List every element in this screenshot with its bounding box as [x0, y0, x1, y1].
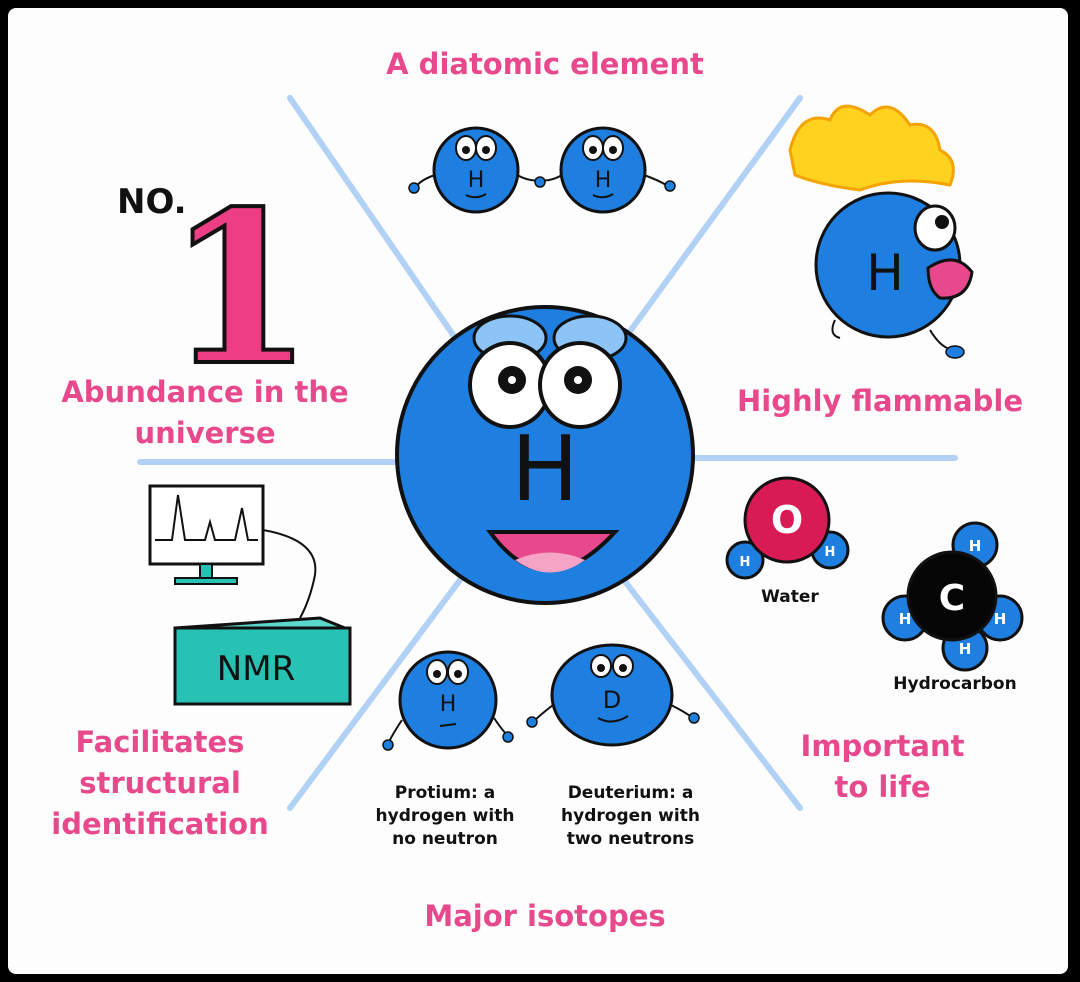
diatomic-atom-2-symbol: H — [595, 168, 612, 193]
label-life: Important to life — [800, 729, 965, 804]
hydrocarbon-center-symbol: C — [939, 578, 965, 619]
hydrocarbon-label: Hydrocarbon — [893, 674, 1017, 694]
rank-number: 1 — [167, 165, 313, 412]
water-h2-symbol: H — [825, 545, 836, 560]
deuterium-symbol: D — [603, 686, 621, 714]
hydrocarbon-h1-symbol: H — [969, 537, 982, 555]
nmr-box-text: NMR — [217, 649, 295, 689]
water-center-symbol: O — [771, 498, 803, 542]
center-atom-symbol: H — [511, 417, 579, 522]
label-isotopes: Major isotopes — [424, 899, 666, 933]
hydrocarbon-h2-symbol: H — [899, 610, 912, 628]
rank-graphic: NO. 1 — [117, 163, 315, 414]
label-diatomic: A diatomic element — [386, 47, 704, 81]
protium-character: H — [382, 650, 514, 751]
center-hydrogen-atom: H — [395, 305, 695, 605]
diatomic-atom-1-symbol: H — [468, 168, 485, 193]
label-nmr: Facilitates structural identification — [51, 725, 269, 841]
hydrocarbon-molecule: C H H H H — [881, 521, 1024, 672]
protium-symbol: H — [440, 692, 457, 717]
rank-prefix: NO. — [117, 182, 187, 222]
nmr-instrument: NMR — [148, 484, 352, 706]
hydrocarbon-h3-symbol: H — [994, 610, 1007, 628]
deuterium-character: D — [526, 643, 700, 747]
label-flammable: Highly flammable — [737, 384, 1023, 418]
water-h1-symbol: H — [740, 555, 751, 570]
label-abundance: Abundance in the universe — [61, 375, 349, 450]
flame-atom-symbol: H — [866, 244, 904, 302]
spokes — [137, 95, 958, 811]
protium-caption: Protium: a hydrogen with no neutron — [375, 783, 515, 849]
diatomic-pair: H H — [408, 126, 676, 214]
deuterium-caption: Deuterium: a hydrogen with two neutrons — [561, 783, 700, 849]
flame-atom: H — [788, 104, 974, 359]
water-label: Water — [761, 587, 819, 607]
hydrocarbon-h4-symbol: H — [959, 640, 972, 658]
water-molecule: O H H — [725, 476, 850, 580]
